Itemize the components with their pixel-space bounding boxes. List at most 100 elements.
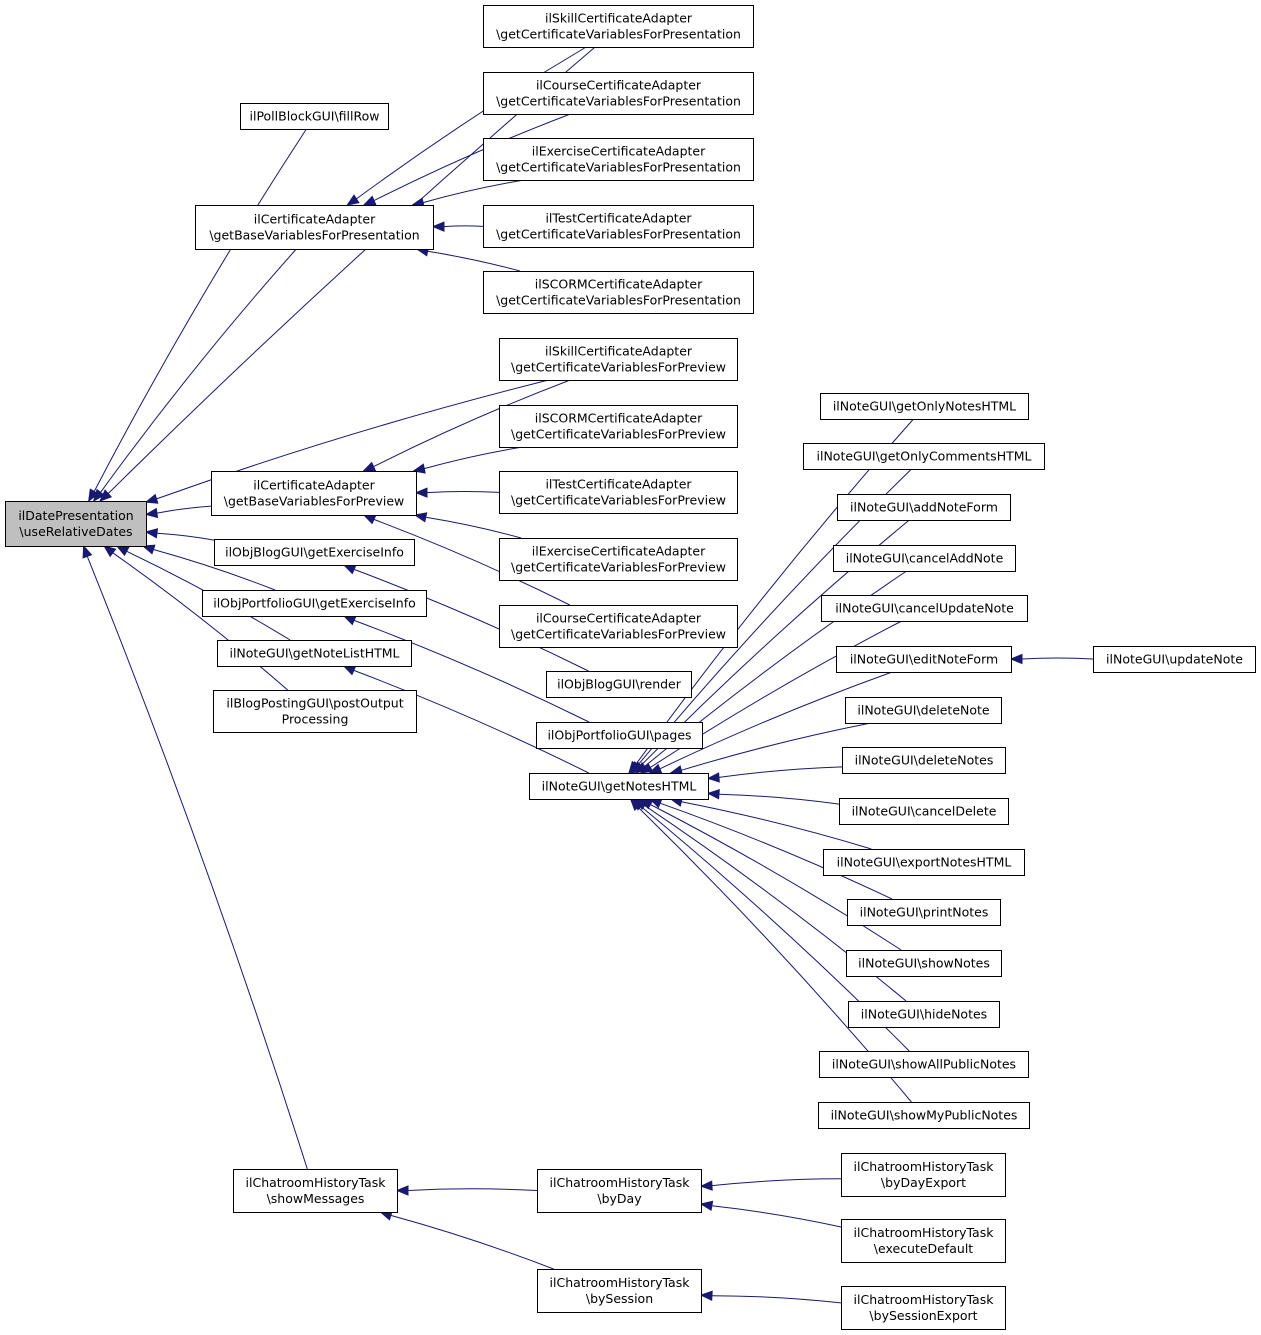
edge-port-ex-info-to-root: [141, 544, 276, 591]
node-notes-html[interactable]: ilNoteGUI\getNotesHTML: [529, 773, 709, 800]
node-label-line: ilCertificateAdapter: [253, 478, 375, 493]
node-label-line: ilNoteGUI\deleteNotes: [855, 753, 994, 768]
edge-skill-pres-to-cert-base-pres: [346, 46, 587, 206]
node-label-line: ilObjBlogGUI\render: [557, 677, 682, 692]
node-test-prev[interactable]: ilTestCertificateAdapter\getCertificateV…: [499, 471, 738, 514]
edge-line: [390, 1214, 554, 1270]
node-delete-note[interactable]: ilNoteGUI\deleteNote: [845, 697, 1002, 724]
nodes-layer: ilDatePresentation\useRelativeDates ilPol…: [5, 5, 1256, 1330]
node-blog-ex-info[interactable]: ilObjBlogGUI\getExerciseInfo: [214, 539, 415, 566]
node-chat-by-day[interactable]: ilChatroomHistoryTask\byDay: [537, 1169, 702, 1213]
node-chat-by-session[interactable]: ilChatroomHistoryTask\bySession: [537, 1269, 702, 1313]
node-export-notes[interactable]: ilNoteGUI\exportNotesHTML: [823, 849, 1025, 876]
edge-scorm-prev-to-cert-base-prev: [412, 446, 523, 474]
node-box: [202, 590, 427, 617]
node-port-pages[interactable]: ilObjPortfolioGUI\pages: [536, 722, 703, 749]
node-label-line: \getBaseVariablesForPreview: [224, 494, 405, 509]
node-show-all-public[interactable]: ilNoteGUI\showAllPublicNotes: [819, 1051, 1029, 1078]
edge-line: [153, 549, 276, 591]
node-show-notes[interactable]: ilNoteGUI\showNotes: [846, 950, 1002, 977]
node-edit-note-form[interactable]: ilNoteGUI\editNoteForm: [836, 646, 1012, 673]
node-box: [845, 697, 1002, 724]
node-label-line: ilTestCertificateAdapter: [545, 211, 692, 226]
node-label-line: ilNoteGUI\showAllPublicNotes: [832, 1057, 1016, 1072]
node-delete-notes[interactable]: ilNoteGUI\deleteNotes: [842, 747, 1006, 774]
node-label-line: Processing: [282, 712, 349, 727]
node-test-pres[interactable]: ilTestCertificateAdapter\getCertificateV…: [483, 205, 754, 248]
node-label-line: \getCertificateVariablesForPreview: [511, 627, 726, 642]
node-chat-by-day-export[interactable]: ilChatroomHistoryTask\byDayExport: [841, 1153, 1006, 1197]
node-exercise-pres[interactable]: ilExerciseCertificateAdapter\getCertific…: [483, 138, 754, 181]
node-only-comments[interactable]: ilNoteGUI\getOnlyCommentsHTML: [803, 443, 1045, 470]
node-label-line: \getCertificateVariablesForPresentation: [496, 227, 741, 242]
node-box: [233, 1169, 398, 1213]
node-box: [847, 899, 1001, 926]
node-label-line: ilDatePresentation: [18, 508, 133, 523]
node-chat-exec-default[interactable]: ilChatroomHistoryTask\executeDefault: [841, 1219, 1006, 1263]
node-port-ex-info[interactable]: ilObjPortfolioGUI\getExerciseInfo: [202, 590, 427, 617]
node-poll-fill-row[interactable]: ilPollBlockGUI\fillRow: [240, 103, 389, 130]
node-scorm-pres[interactable]: ilSCORMCertificateAdapter\getCertificate…: [483, 271, 754, 314]
edge-arrowhead: [115, 545, 130, 557]
edge-arrowhead: [103, 545, 117, 558]
node-label-line: \byDay: [597, 1191, 642, 1206]
node-box: [217, 640, 412, 667]
node-root[interactable]: ilDatePresentation\useRelativeDates: [5, 501, 147, 547]
node-scorm-prev[interactable]: ilSCORMCertificateAdapter\getCertificate…: [499, 405, 738, 448]
node-box: [240, 103, 389, 130]
node-cancel-delete[interactable]: ilNoteGUI\cancelDelete: [839, 798, 1009, 825]
node-label-line: ilNoteGUI\showMyPublicNotes: [831, 1108, 1018, 1123]
node-label-line: ilNoteGUI\updateNote: [1106, 652, 1243, 667]
node-label-line: ilNoteGUI\hideNotes: [861, 1007, 987, 1022]
edge-cancel-delete-to-notes-html: [706, 788, 840, 805]
edge-arrowhead: [1009, 653, 1023, 665]
node-label-line: ilChatroomHistoryTask: [550, 1175, 691, 1190]
edge-line: [156, 379, 549, 500]
node-label-line: ilPollBlockGUI\fillRow: [250, 109, 380, 124]
node-exercise-prev[interactable]: ilExerciseCertificateAdapter\getCertific…: [499, 538, 738, 581]
node-print-notes[interactable]: ilNoteGUI\printNotes: [847, 899, 1001, 926]
edge-arrowhead: [82, 544, 93, 559]
edge-scorm-pres-to-cert-base-pres: [415, 246, 520, 272]
node-skill-pres[interactable]: ilSkillCertificateAdapter\getCertificate…: [483, 5, 754, 48]
node-note-list-html[interactable]: ilNoteGUI\getNoteListHTML: [217, 640, 412, 667]
edge-line: [711, 1178, 842, 1187]
edges-layer: [82, 46, 1094, 1304]
node-only-notes[interactable]: ilNoteGUI\getOnlyNotesHTML: [820, 393, 1029, 420]
edge-arrowhead: [144, 528, 159, 539]
node-label-line: \showMessages: [267, 1191, 365, 1206]
node-cancel-update-note[interactable]: ilNoteGUI\cancelUpdateNote: [821, 595, 1028, 622]
node-box: [499, 338, 738, 381]
node-skill-prev[interactable]: ilSkillCertificateAdapter\getCertificate…: [499, 338, 738, 381]
node-box: [823, 849, 1025, 876]
node-hide-notes[interactable]: ilNoteGUI\hideNotes: [848, 1001, 1000, 1028]
edge-line: [353, 619, 590, 723]
edge-line: [650, 804, 902, 951]
node-cancel-add-note[interactable]: ilNoteGUI\cancelAddNote: [833, 545, 1016, 572]
node-box: [839, 798, 1009, 825]
edge-line: [426, 491, 500, 494]
node-blog-render[interactable]: ilObjBlogGUI\render: [546, 671, 692, 698]
node-label-line: ilSCORMCertificateAdapter: [535, 277, 703, 292]
node-chat-by-session-export[interactable]: ilChatroomHistoryTask\bySessionExport: [841, 1286, 1006, 1330]
node-chat-show-msg[interactable]: ilChatroomHistoryTask\showMessages: [233, 1169, 398, 1213]
node-show-my-public[interactable]: ilNoteGUI\showMyPublicNotes: [818, 1102, 1030, 1129]
edge-line: [1021, 657, 1094, 660]
node-label-line: ilSkillCertificateAdapter: [545, 344, 693, 359]
node-course-pres[interactable]: ilCourseCertificateAdapter\getCertificat…: [483, 72, 754, 115]
node-box: [821, 595, 1028, 622]
edge-test-pres-to-cert-base-pres: [431, 221, 484, 232]
node-course-prev[interactable]: ilCourseCertificateAdapter\getCertificat…: [499, 605, 738, 648]
edge-chat-by-session-to-chat-show-msg: [379, 1210, 554, 1270]
edge-arrowhead: [413, 512, 428, 523]
node-cert-base-pres[interactable]: ilCertificateAdapter\getBaseVariablesFor…: [195, 205, 434, 250]
node-box: [846, 950, 1002, 977]
node-box: [818, 1102, 1030, 1129]
edge-arrowhead: [144, 493, 159, 504]
edge-line: [353, 669, 589, 774]
node-add-note-form[interactable]: ilNoteGUI\addNoteForm: [837, 494, 1011, 521]
node-label-line: ilNoteGUI\getOnlyCommentsHTML: [817, 449, 1032, 464]
node-cert-base-prev[interactable]: ilCertificateAdapter\getBaseVariablesFor…: [211, 471, 417, 516]
node-update-note[interactable]: ilNoteGUI\updateNote: [1093, 646, 1256, 673]
